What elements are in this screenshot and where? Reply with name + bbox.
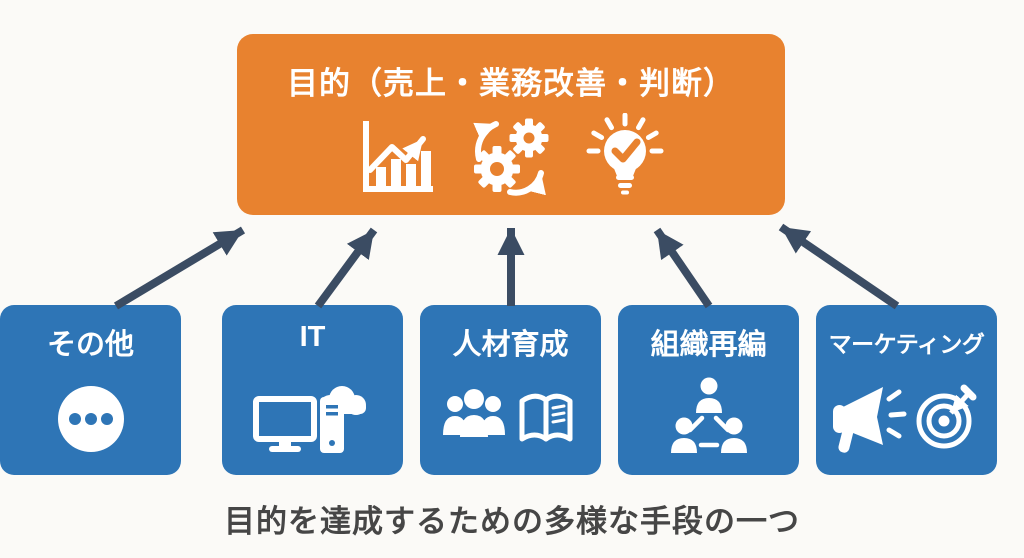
means-box-it: IT xyxy=(222,305,403,475)
growth-chart-icon xyxy=(363,121,433,192)
means-box-marketing: マーケティング xyxy=(816,305,997,475)
means-box-other: その他 xyxy=(0,305,181,475)
means-label: その他 xyxy=(46,329,134,361)
computer-cloud-icon xyxy=(252,385,366,453)
purpose-title: 目的（売上・業務改善・判断） xyxy=(287,66,735,101)
megaphone-target-icon xyxy=(832,384,976,453)
means-icon-wrap xyxy=(816,359,997,475)
purpose-box: 目的（売上・業務改善・判断） xyxy=(237,34,785,215)
arrow-other-to-purpose xyxy=(778,223,900,310)
means-icon-wrap xyxy=(420,363,601,475)
ellipsis-icon xyxy=(57,386,124,452)
arrow-hr-to-purpose xyxy=(314,227,378,309)
means-icon-wrap xyxy=(618,363,799,475)
means-label: マーケティング xyxy=(828,331,985,357)
org-chart-icon xyxy=(670,377,747,453)
arrow-it-to-purpose xyxy=(113,226,246,310)
gears-process-icon xyxy=(473,118,549,196)
means-box-hr-development: 人材育成 xyxy=(420,305,601,475)
purpose-icon-row xyxy=(353,103,669,215)
means-label: 組織再編 xyxy=(650,329,767,361)
means-icon-wrap xyxy=(222,354,403,475)
lightbulb-check-icon xyxy=(586,113,664,195)
means-label: IT xyxy=(299,321,326,353)
means-icon-wrap xyxy=(0,363,181,475)
people-book-icon xyxy=(442,389,572,442)
means-label: 人材育成 xyxy=(452,329,569,361)
means-box-reorganization: 組織再編 xyxy=(618,305,799,475)
arrow-marketing-to-purpose xyxy=(653,227,713,309)
diagram-caption: 目的を達成するための多様な手段の一つ xyxy=(224,504,800,539)
